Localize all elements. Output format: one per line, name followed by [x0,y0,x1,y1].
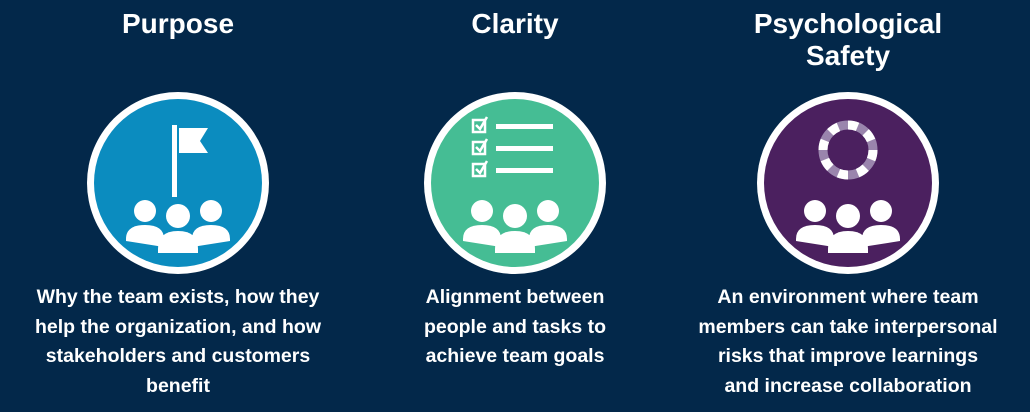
flag-team-icon [87,92,269,274]
pillar-description: Alignment between people and tasks to ac… [423,286,607,367]
pillar-title: Clarity [471,8,559,39]
pillar-description: An environment where team members can ta… [698,286,998,397]
lifebuoy-team-icon [757,92,939,274]
pillar-title-line1: Psychological [753,8,943,39]
pillar-description: Why the team exists, how they help the o… [35,286,321,397]
pillar-title: Purpose [121,8,235,39]
checklist-team-icon [424,92,606,274]
pillar-title-line2: Safety [805,40,891,71]
pillar-title: Psychological Safety [678,8,1018,72]
